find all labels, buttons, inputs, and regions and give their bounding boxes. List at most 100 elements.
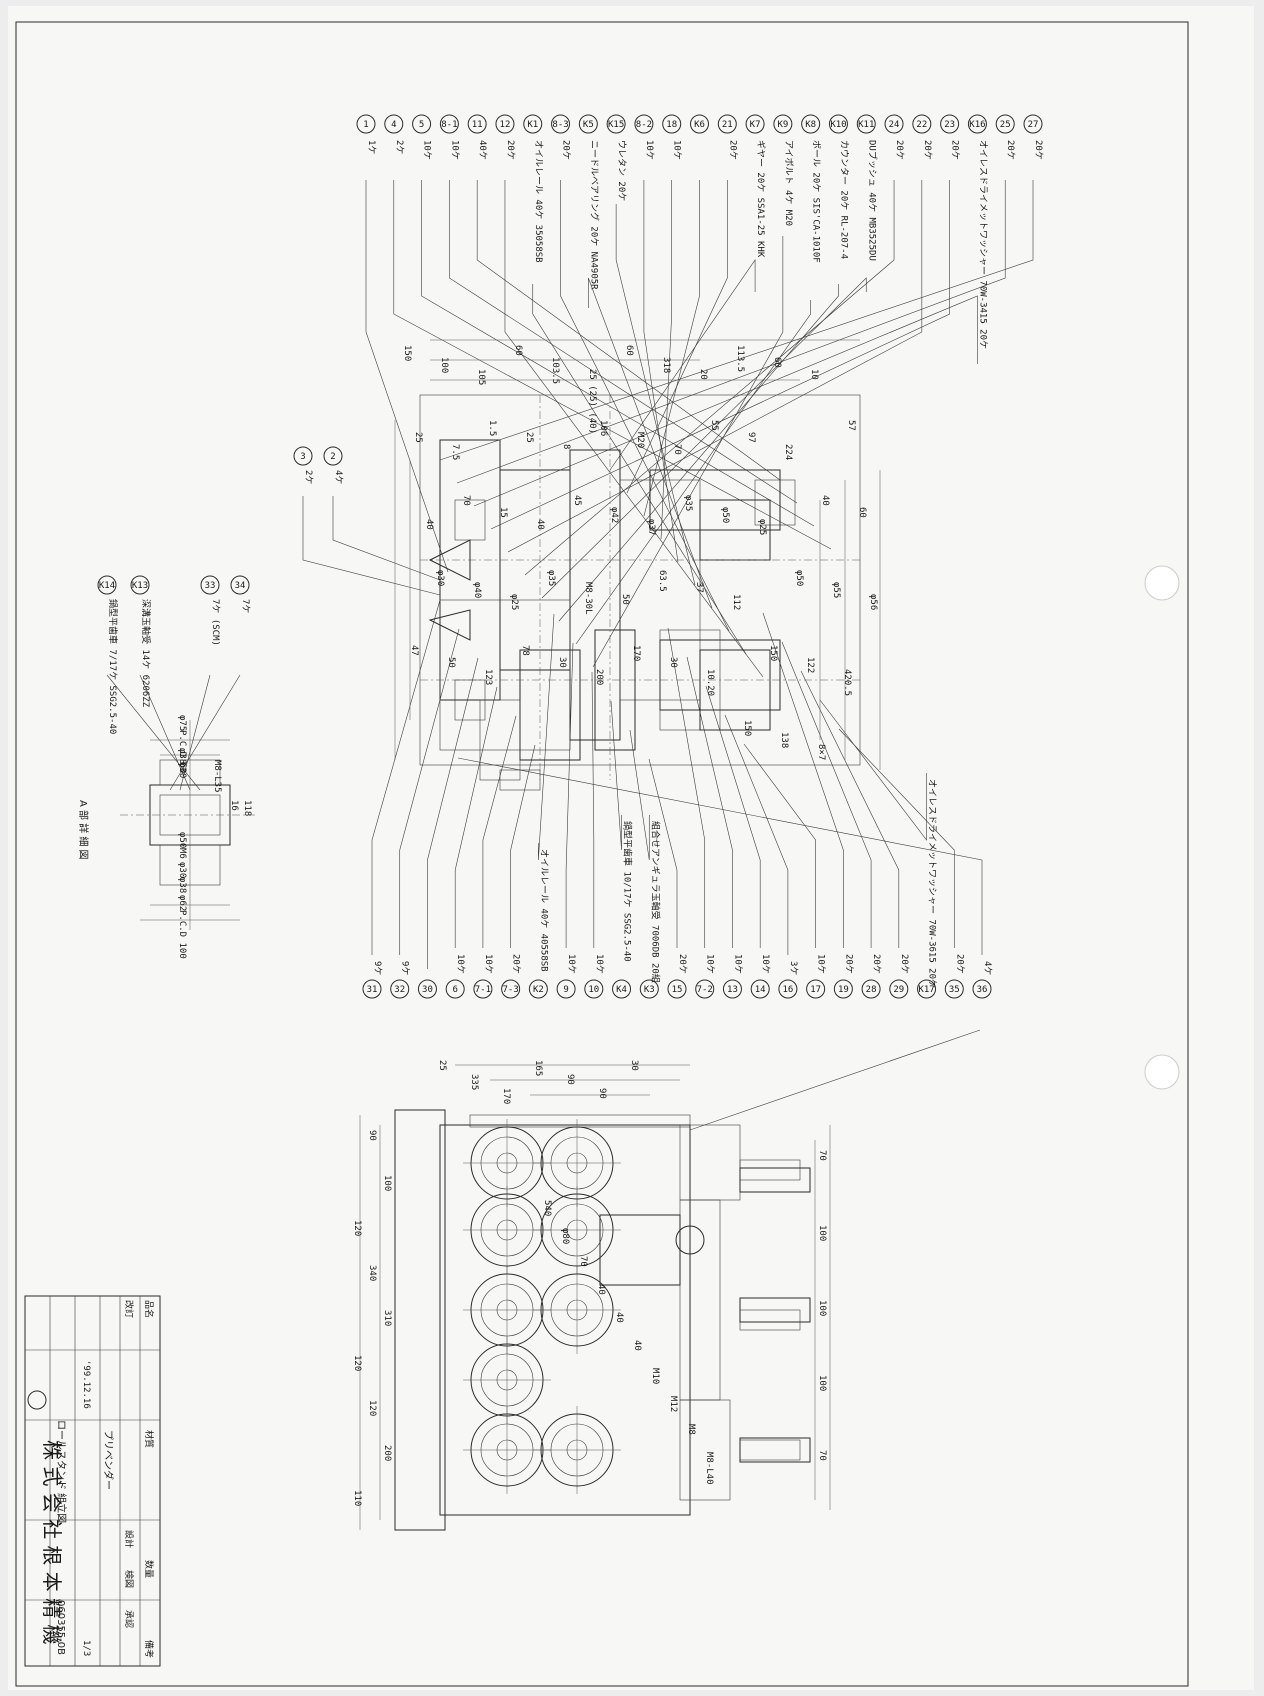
callout-text: 20ケ [511,954,522,974]
shaft [739,1297,811,1323]
dimension-label: φ55 [831,582,841,598]
callout-number: 28 [866,985,877,995]
dimension-label: 25 [437,1060,447,1071]
dimension-label: 170 [501,1088,511,1104]
title-block: 株 式 会 社 根 本 精 機 060355-0B ロールスタンド 組立図 プリ… [24,1295,161,1667]
punch-hole-top [1144,565,1180,601]
callout-number: K9 [777,120,788,130]
callout-number: 9 [563,985,568,995]
dimension-label: 7.5 [450,444,460,460]
roll [533,1266,621,1354]
callout-number: 7-2 [697,985,713,995]
dimension-label: 224 [783,444,793,460]
paper [8,6,1254,1690]
callout-17: 17 10ケ [743,743,827,999]
roll [533,1406,621,1494]
dimension-label: 310 [382,1310,392,1326]
callout-number: 8-2 [636,120,652,130]
dimension-label: 25 [413,432,423,443]
callout-number: 23 [944,120,955,130]
callout-text: 10ケ [483,954,494,974]
callout-text: 深溝玉軸受 14ケ 6206ZZ [140,599,152,708]
callout-30: 30 [417,657,479,999]
callout-text: 20ケ [950,140,961,160]
dimension-label: φ37 [646,519,656,535]
callout-text: 20ケ [1033,140,1044,160]
callout-text: 10ケ [449,140,460,160]
callout-number: 31 [367,985,378,995]
callout-2: 24ケ [323,446,441,581]
callout-number: 33 [205,581,216,591]
shaft [739,1167,811,1193]
callout-number: 18 [666,120,677,130]
dimension-label: 200 [382,1445,392,1461]
callout-3: 32ケ [293,446,441,596]
dimension-label: 105 [476,369,486,385]
frame-plate [439,1124,691,1516]
callout-text: 20ケ [894,140,905,160]
dimension-label: 318 [661,357,671,373]
callout-1: 11ケ [356,114,449,573]
detail-dimension-label: M8-L35 [212,760,222,793]
dimension-label: 50 [620,594,630,605]
dimension-label: 45 [572,495,582,506]
dimension-label: φ35 [683,495,693,511]
callout-text: 20ケ [505,140,516,160]
dimension-label: 97 [746,432,756,443]
callout-text: 2ケ [303,470,314,484]
callout-text: 20ケ [843,954,854,974]
callout-k6: K6 [643,114,709,517]
callout-text: 10ケ [566,954,577,974]
callout-number: K1 [527,120,538,130]
callout-text: 10ケ [644,140,655,160]
dimension-label: 122 [805,657,815,673]
callout-number: K5 [583,120,594,130]
callout-number: 17 [810,985,821,995]
detail-dimension-label: P.C.D 60 [177,730,187,773]
callout-text: 10ケ [455,954,466,974]
dimension-label: 30 [629,1060,639,1071]
callout-text: 20ケ [677,954,688,974]
part-name: プリベンダー [102,1430,115,1490]
dimension-label: φ25 [757,519,767,535]
dimension-label: 57 [846,420,856,431]
callout-text: 20ケ [561,140,572,160]
callout-number: 19 [838,985,849,995]
detail-dimension-label: φ38 [177,877,187,893]
approver-label: 承認 [123,1610,135,1628]
rolls [463,1119,811,1494]
dimension-label: 60 [857,507,867,518]
dimension-label: 90 [367,1130,377,1141]
callout-text: ウレタン 20ケ [616,140,627,201]
dimension-label: 112 [731,594,741,610]
callout-text: 10ケ [816,954,827,974]
dimension-label: 335 [469,1074,479,1090]
designer-label: 設計 [123,1530,135,1548]
dimension-label: 70 [817,1150,827,1161]
detail-dimension-label: P.C.D 100 [177,910,187,959]
callout-number: K13 [132,581,148,591]
callout-number: 6 [452,985,457,995]
dimension-label: 20 [698,369,708,380]
dimension-label: φ42 [609,507,619,523]
callout-text: ニードルベアリング 20ケ NA4905R [588,140,600,290]
callout-8-2: 8-2 10ケ [634,114,679,563]
dimension-label: φ80 [560,1228,570,1244]
callout-number: 8-1 [441,120,457,130]
callout-number: K10 [830,120,846,130]
dimension-label: 170 [631,645,641,661]
dimension-label: φ56 [868,594,878,610]
dimension-label: 47 [409,645,419,656]
dimension-label: 100 [817,1225,827,1241]
